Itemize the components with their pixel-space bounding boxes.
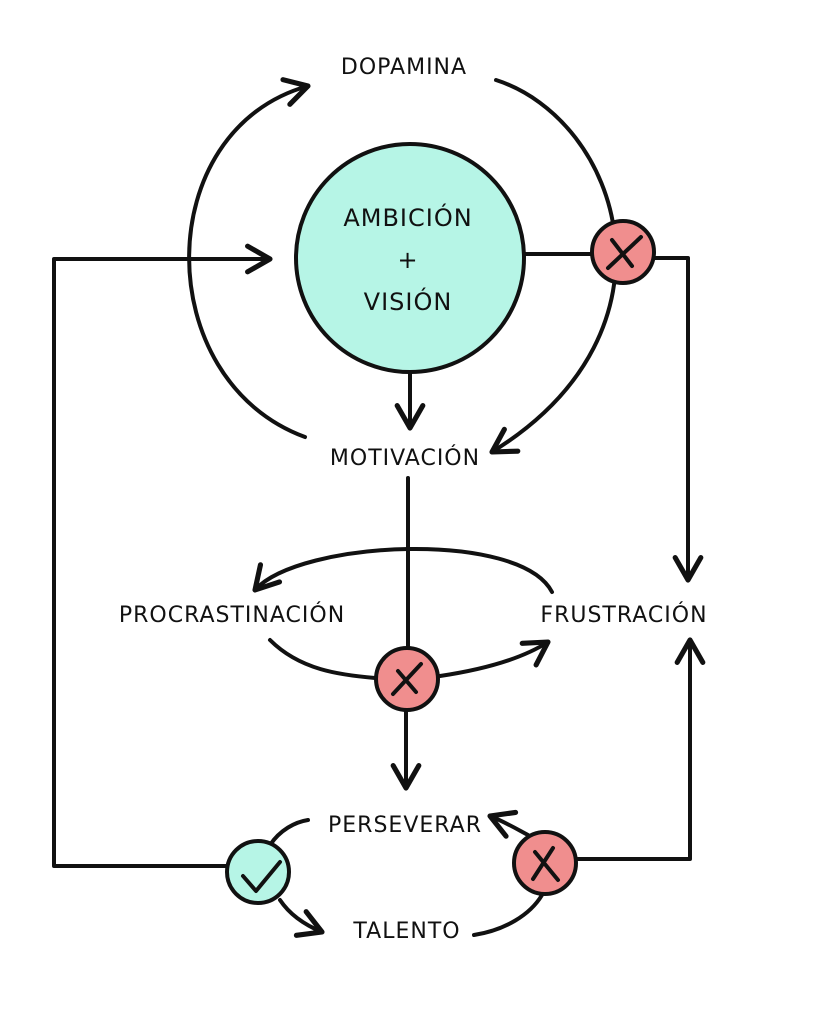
arrow-frustracion-to-procrastinacion [252, 546, 554, 594]
line-talento-to-gate [472, 893, 544, 937]
label-procrastinacion: PROCRASTINACIÓN [119, 602, 345, 628]
arrow-bottom-gate-to-frustracion [576, 637, 706, 861]
fail-gate-bottom [512, 830, 578, 896]
x-icon [391, 662, 423, 696]
label-perseverar: PERSEVERAR [328, 813, 482, 838]
label-frustracion: FRUSTRACIÓN [540, 602, 707, 628]
ambicion-vision-node [294, 142, 526, 374]
line-procrastinacion-to-gate [268, 638, 377, 680]
center-label-plus: + [397, 246, 418, 274]
fail-gate-top [590, 219, 656, 285]
arrow-gate-to-frustracion [653, 256, 704, 583]
loop-arrow-motivacion-to-dopamina [187, 77, 311, 439]
center-label-ambicion: AMBICIÓN [343, 202, 472, 232]
arrow-check-to-talento [278, 898, 325, 938]
check-icon [241, 860, 282, 893]
arrow-gate-to-frustracion-mid [438, 639, 551, 678]
x-icon [606, 235, 643, 270]
label-dopamina: DOPAMINA [341, 55, 467, 80]
label-motivacion: MOTIVACIÓN [330, 445, 480, 471]
fail-gate-middle [374, 646, 440, 712]
arrow-gate-to-perseverar-bottom [487, 809, 530, 839]
center-label-vision: VISIÓN [364, 286, 453, 316]
success-gate [225, 839, 291, 905]
line-check-to-perseverar [268, 818, 310, 847]
label-talento: TALENTO [352, 919, 460, 944]
x-icon [531, 846, 560, 882]
feedback-arrow-to-center [52, 243, 273, 868]
